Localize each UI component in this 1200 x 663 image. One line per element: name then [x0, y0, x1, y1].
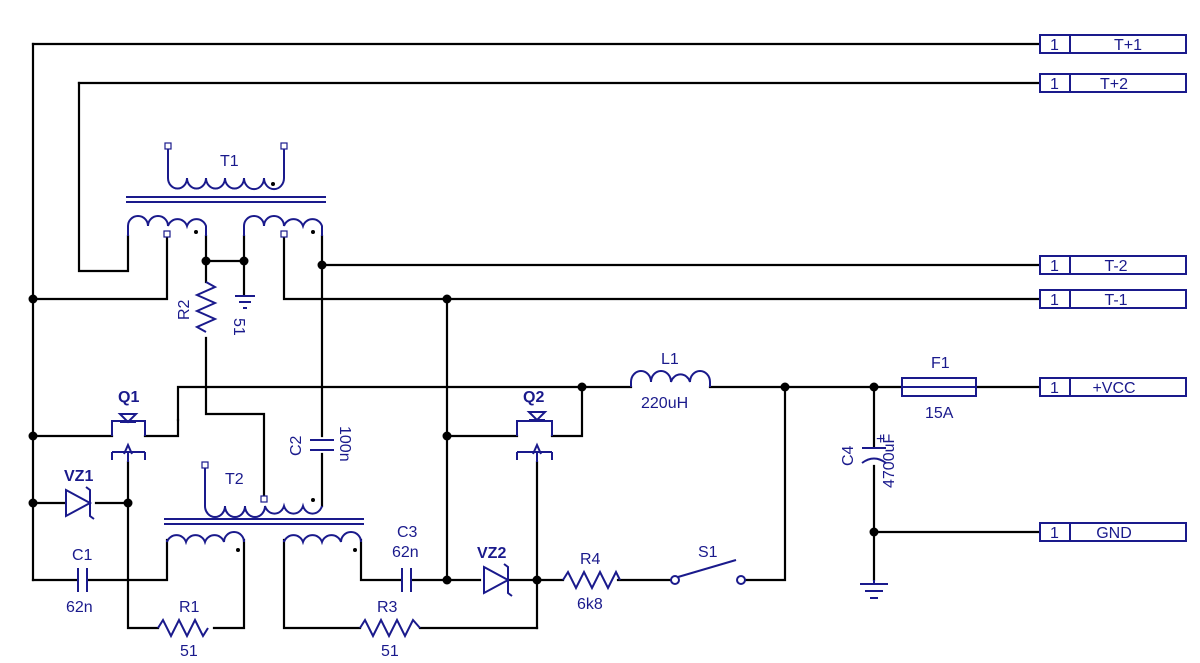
junction-dot	[317, 260, 327, 270]
connector-t-minus-1: 1 T-1	[1039, 289, 1187, 309]
junction-dot	[869, 382, 879, 392]
r1-label: R1	[179, 599, 200, 616]
connector-vcc: 1 +VCC	[1039, 377, 1187, 397]
c2-value: 100n	[336, 426, 353, 462]
c4-polarity: +	[876, 431, 885, 448]
connector-label: T-1	[1104, 292, 1127, 309]
ground-symbol-t1	[235, 295, 255, 309]
junction-dot	[201, 256, 211, 266]
connector-t-plus-2: 1 T+2	[1039, 73, 1187, 93]
ground-symbol-c4	[860, 580, 888, 599]
zener-vz1: VZ1	[64, 468, 95, 520]
vz1-label: VZ1	[64, 468, 93, 485]
connector-pin-label: 1	[1050, 258, 1059, 275]
junction-dot	[123, 498, 133, 508]
connector-label: T+2	[1100, 76, 1128, 93]
junction-dot	[239, 256, 249, 266]
connector-t-plus-1: 1 T+1	[1039, 34, 1187, 54]
q2-label: Q2	[523, 389, 544, 406]
l1-label: L1	[661, 351, 679, 368]
r2-label: R2	[176, 299, 193, 320]
transformer-t2: T2	[164, 461, 364, 552]
junction-dot	[28, 498, 38, 508]
t1-label: T1	[220, 153, 239, 170]
inductor-l1: L1 220uH	[630, 351, 711, 412]
junction-dot	[780, 382, 790, 392]
connector-label: T-2	[1104, 258, 1127, 275]
r2-value: 51	[230, 318, 247, 336]
connector-gnd: 1 GND	[1039, 522, 1187, 542]
c1-label: C1	[72, 547, 93, 564]
connector-pin-label: 1	[1050, 380, 1059, 397]
switch-s1: S1	[670, 544, 746, 585]
zener-vz2: VZ2	[477, 545, 513, 597]
mosfet-q1: Q1	[111, 389, 146, 462]
connector-pin-label: 1	[1050, 37, 1059, 54]
junction-dot	[28, 294, 38, 304]
junction-dot	[442, 575, 452, 585]
connector-pin-label: 1	[1050, 292, 1059, 309]
resistor-r1: R1 51	[157, 599, 209, 660]
fuse-f1: F1 15A	[901, 355, 977, 422]
r3-label: R3	[377, 599, 398, 616]
connector-t-minus-2: 1 T-2	[1039, 255, 1187, 275]
capacitor-c4: + C4 4700uF	[840, 431, 898, 488]
mosfet-q2: Q2	[516, 389, 553, 462]
resistor-r3: R3 51	[359, 599, 421, 660]
c1-value: 62n	[66, 599, 93, 616]
r4-label: R4	[580, 551, 601, 568]
c4-value: 4700uF	[881, 434, 898, 488]
junction-dot	[869, 527, 879, 537]
junction-dot	[28, 431, 38, 441]
connector-label: T+1	[1114, 37, 1142, 54]
capacitor-c1: C1 62n	[66, 547, 93, 616]
f1-label: F1	[931, 355, 950, 372]
vz2-label: VZ2	[477, 545, 506, 562]
junction-dot	[442, 431, 452, 441]
connector-pin-label: 1	[1050, 525, 1059, 542]
capacitor-c3: C3 62n	[392, 524, 419, 592]
wires	[31, 42, 1042, 630]
r3-value: 51	[381, 643, 399, 660]
c3-label: C3	[397, 524, 418, 541]
t2-label: T2	[225, 471, 244, 488]
connector-label: +VCC	[1092, 380, 1135, 397]
connector-label: GND	[1096, 525, 1132, 542]
junction-dot	[532, 575, 542, 585]
transformer-t1: T1	[126, 142, 326, 238]
r1-value: 51	[180, 643, 198, 660]
connector-pin-label: 1	[1050, 76, 1059, 93]
f1-value: 15A	[925, 405, 954, 422]
junction-dot	[442, 294, 452, 304]
c2-label: C2	[288, 435, 305, 456]
c4-label: C4	[840, 445, 857, 466]
l1-value: 220uH	[641, 395, 688, 412]
resistor-r4: R4 6k8	[562, 551, 621, 613]
junction-dot	[577, 382, 587, 392]
resistor-r2: R2 51	[176, 281, 247, 336]
capacitor-c2: C2 100n	[288, 426, 353, 462]
q1-label: Q1	[118, 389, 139, 406]
junction-dots	[28, 256, 879, 585]
c3-value: 62n	[392, 544, 419, 561]
r4-value: 6k8	[577, 596, 603, 613]
s1-label: S1	[698, 544, 718, 561]
